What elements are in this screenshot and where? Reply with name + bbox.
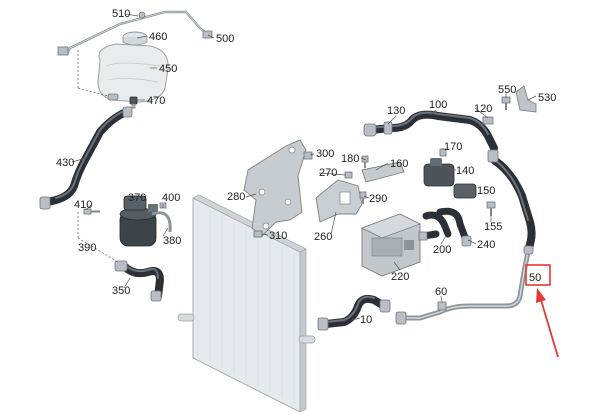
hose-200	[418, 211, 452, 241]
label-310: 310	[269, 230, 287, 242]
label-220: 220	[391, 271, 409, 283]
lower-coolant-hose	[317, 294, 391, 331]
clip-60	[437, 301, 447, 311]
label-410: 410	[74, 199, 92, 211]
label-510: 510	[112, 8, 130, 20]
label-50: 50	[529, 272, 541, 284]
radiator	[177, 194, 316, 413]
label-160: 160	[390, 158, 408, 170]
label-120: 120	[474, 103, 492, 115]
bracket-160	[361, 161, 405, 183]
bolt-410	[83, 208, 100, 215]
label-450: 450	[159, 63, 177, 75]
label-390: 390	[78, 242, 96, 254]
nut-310	[253, 230, 263, 238]
mounting-bracket-280	[243, 139, 307, 237]
pointer-arrow-shaft	[540, 299, 559, 358]
label-300: 300	[316, 148, 334, 160]
leader-lines	[71, 13, 537, 321]
label-100: 100	[429, 99, 447, 111]
label-170: 170	[444, 141, 462, 153]
label-200: 200	[433, 244, 451, 256]
sensor-150	[453, 183, 477, 199]
pump-hose-350	[114, 260, 164, 302]
highlight-box	[525, 264, 551, 286]
label-130: 130	[387, 105, 405, 117]
expansion-tank	[97, 43, 169, 103]
mounting-bracket-260	[315, 179, 363, 223]
pointer-arrow-head	[536, 288, 546, 303]
top-coolant-hose	[366, 110, 498, 152]
pump-bracket	[151, 211, 172, 233]
label-180: 180	[341, 153, 359, 165]
bolt-180	[361, 155, 369, 168]
label-270: 270	[319, 167, 337, 179]
control-unit-220	[360, 213, 422, 277]
label-280: 280	[227, 191, 245, 203]
part-labels: 510 460 500 450 470 430 410 370 400 380 …	[56, 8, 556, 326]
small-breather-pipe	[57, 10, 213, 56]
label-60: 60	[435, 286, 447, 298]
label-460: 460	[149, 31, 167, 43]
bracket-530	[515, 85, 537, 113]
left-coolant-hose	[39, 106, 133, 210]
clip-120	[482, 116, 494, 125]
bolt-155	[486, 201, 496, 216]
nut-300	[303, 151, 313, 160]
tank-cap	[122, 31, 148, 46]
bolt-290	[359, 191, 367, 204]
hose-connector-130	[363, 121, 393, 137]
label-140: 140	[456, 165, 474, 177]
label-10: 10	[360, 314, 372, 326]
label-370: 370	[128, 192, 146, 204]
nut-270	[344, 171, 353, 179]
label-550: 550	[498, 84, 516, 96]
label-430: 430	[56, 157, 74, 169]
label-350: 350	[112, 285, 130, 297]
label-155: 155	[484, 221, 502, 233]
valve-140	[423, 158, 455, 187]
label-290: 290	[369, 193, 387, 205]
label-400: 400	[162, 192, 180, 204]
hose-240	[436, 207, 472, 247]
label-470: 470	[147, 95, 165, 107]
label-240: 240	[477, 239, 495, 251]
label-260: 260	[314, 231, 332, 243]
auxiliary-water-pump	[119, 195, 158, 247]
bolt-550	[501, 96, 511, 110]
highlight-annotation	[525, 264, 559, 358]
label-530: 530	[538, 92, 556, 104]
right-coolant-hose	[487, 149, 536, 254]
label-500: 500	[216, 33, 234, 45]
label-150: 150	[477, 185, 495, 197]
bleeder-screw	[129, 96, 138, 109]
label-380: 380	[163, 235, 181, 247]
